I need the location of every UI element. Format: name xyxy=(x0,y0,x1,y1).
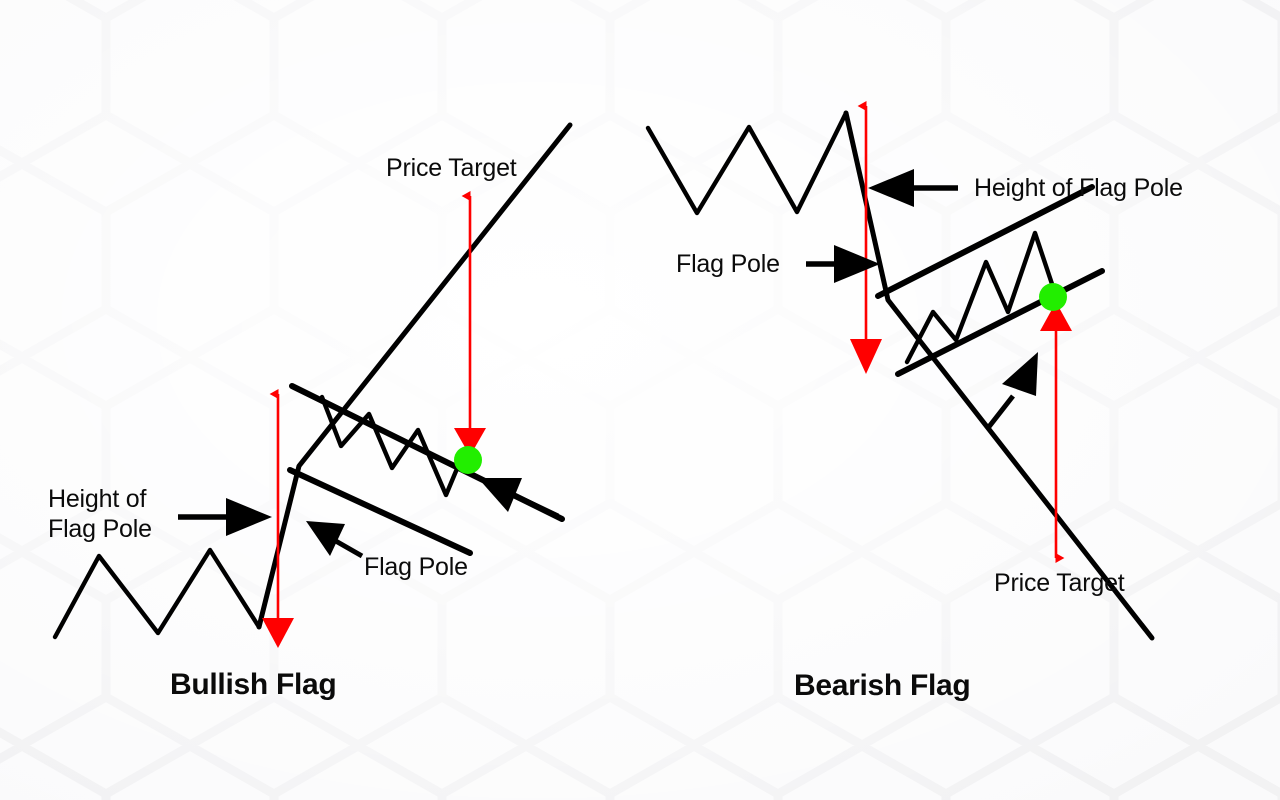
bearish-flag-title: Bearish Flag xyxy=(794,669,971,702)
bullish-flag-title: Bullish Flag xyxy=(170,668,337,701)
bearish-price-target-label: Price Target xyxy=(994,569,1125,597)
bearish-flag-pole-label: Flag Pole xyxy=(676,250,780,278)
bullish-price-target-label: Price Target xyxy=(386,154,517,182)
bearish-height-of-flag-pole-label: Height of Flag Pole xyxy=(974,174,1183,202)
bullish-height-of-flag-pole-label: Height of Flag Pole xyxy=(48,485,152,543)
bullish-flag-pole-label: Flag Pole xyxy=(364,553,468,581)
